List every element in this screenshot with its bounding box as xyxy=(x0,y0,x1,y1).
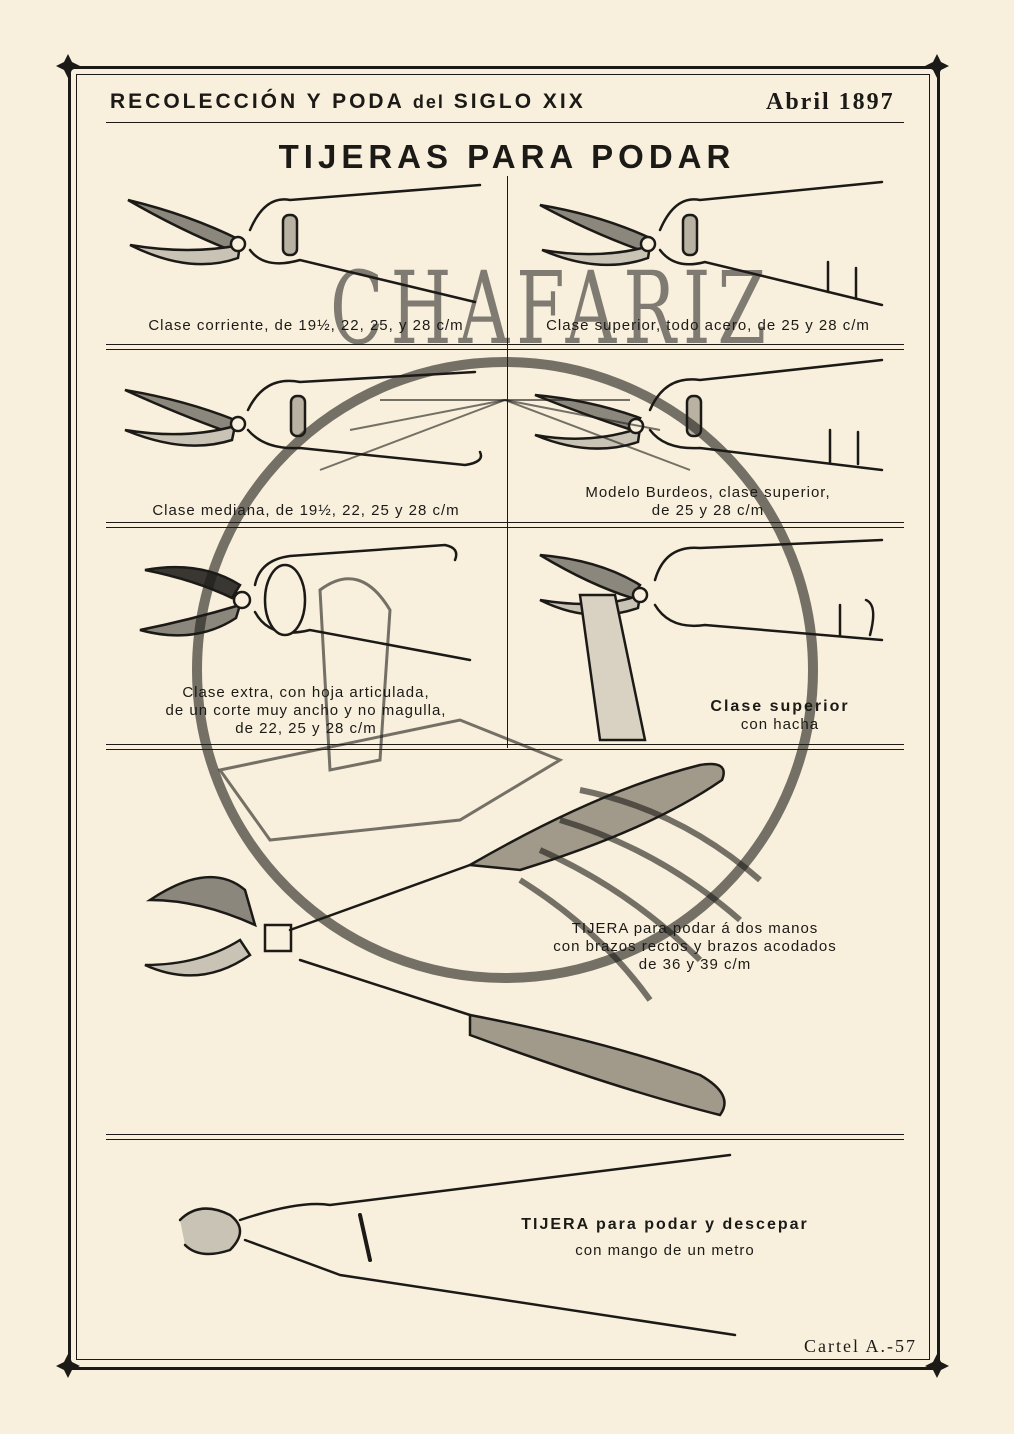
row-rule-4b xyxy=(106,1139,904,1140)
caption-line: con brazos rectos y brazos acodados xyxy=(553,938,837,955)
row-rule-3a xyxy=(106,744,904,745)
header-title-part3: SIGLO XIX xyxy=(453,90,586,113)
vertical-divider xyxy=(507,176,508,748)
caption-line: de 22, 25 y 28 c/m xyxy=(235,720,377,737)
watermark-text: CHAFARIZ xyxy=(330,250,774,367)
caption-clase-mediana: Clase mediana, de 19½, 22, 25 y 28 c/m xyxy=(152,502,460,519)
caption-modelo-burdeos: Modelo Burdeos, clase superior, de 25 y … xyxy=(508,484,908,520)
caption-line: Clase superior xyxy=(710,698,850,715)
caption-clase-superior: Clase superior, todo acero, de 25 y 28 c… xyxy=(546,317,870,334)
row-rule-3b xyxy=(106,749,904,750)
pruning-shears-hatchet-icon xyxy=(539,538,884,742)
row-rule-2b xyxy=(106,527,904,528)
caption-clase-extra: Clase extra, con hoja articulada, de un … xyxy=(106,684,506,738)
header-title: RECOLECCIÓN Y PODA del SIGLO XIX xyxy=(110,90,586,114)
header-rule xyxy=(106,122,904,123)
pruning-shears-icon xyxy=(127,183,482,304)
watermark-seal-icon xyxy=(192,357,818,1002)
header-title-part2: del xyxy=(412,92,445,112)
long-handle-loppers-icon xyxy=(178,1153,737,1337)
caption-line: de 25 y 28 c/m xyxy=(651,502,765,519)
pruning-shears-extra-icon xyxy=(139,543,472,662)
pruning-shears-medium-icon xyxy=(124,370,483,467)
caption-tijera-descepar: TIJERA para podar y descepar con mango d… xyxy=(470,1212,860,1264)
inner-frame xyxy=(76,74,930,1360)
row-rule-1b xyxy=(106,349,904,350)
row-rule-4a xyxy=(106,1134,904,1135)
caption-line: Clase extra, con hoja articulada, xyxy=(182,684,430,701)
outer-frame xyxy=(68,66,940,1370)
caption-line: TIJERA para podar y descepar xyxy=(521,1216,809,1233)
caption-line: con hacha xyxy=(740,716,820,733)
caption-line: Modelo Burdeos, clase superior, xyxy=(585,484,831,501)
row-rule-2a xyxy=(106,522,904,523)
pruning-shears-steel-icon xyxy=(539,180,884,307)
two-hand-loppers-icon xyxy=(144,762,726,1117)
header-date: Abril 1897 xyxy=(766,89,895,115)
cartel-number: Cartel A.-57 xyxy=(804,1336,917,1356)
caption-line: con mango de un metro xyxy=(575,1242,755,1259)
caption-line: TIJERA para podar á dos manos xyxy=(571,920,819,937)
caption-clase-corriente: Clase corriente, de 19½, 22, 25, y 28 c/… xyxy=(148,317,464,334)
header-title-part1: RECOLECCIÓN Y PODA xyxy=(110,90,404,113)
caption-line: de 36 y 39 c/m xyxy=(638,956,752,973)
caption-tijera-dos-manos: TIJERA para podar á dos manos con brazos… xyxy=(500,920,890,974)
caption-line: de un corte muy ancho y no magulla, xyxy=(165,702,447,719)
caption-clase-superior-hacha: Clase superior con hacha xyxy=(640,698,920,734)
page-title: TIJERAS PARA PODAR xyxy=(278,138,736,175)
row-rule-1a xyxy=(106,344,904,345)
